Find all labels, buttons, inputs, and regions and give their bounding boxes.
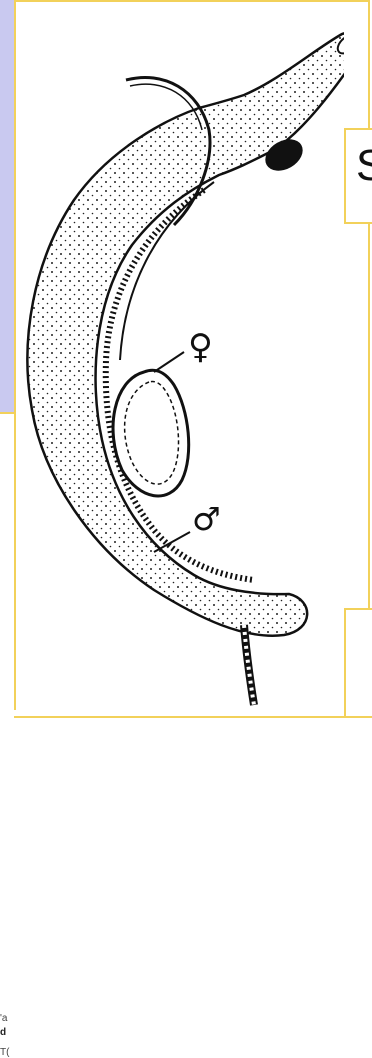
female-pointer-line xyxy=(154,352,184,372)
male-worm-body xyxy=(27,33,344,636)
schistosome-pair-illustration: ♀ ♂ xyxy=(14,0,344,720)
cut-text-fragment: 'a xyxy=(0,1014,7,1024)
bottom-callout xyxy=(344,608,372,718)
callout-letter: S xyxy=(356,144,372,188)
title-callout: S xyxy=(344,128,372,224)
cut-text-fragment: d xyxy=(0,1028,6,1038)
cut-text-fragment: T( xyxy=(0,1048,9,1058)
female-worm-tail xyxy=(244,625,254,705)
female-symbol: ♀ xyxy=(188,327,213,367)
male-symbol: ♂ xyxy=(192,500,221,538)
slide: 'a d T( ♀ ♂ xyxy=(0,0,372,720)
female-worm-loop xyxy=(113,370,189,496)
